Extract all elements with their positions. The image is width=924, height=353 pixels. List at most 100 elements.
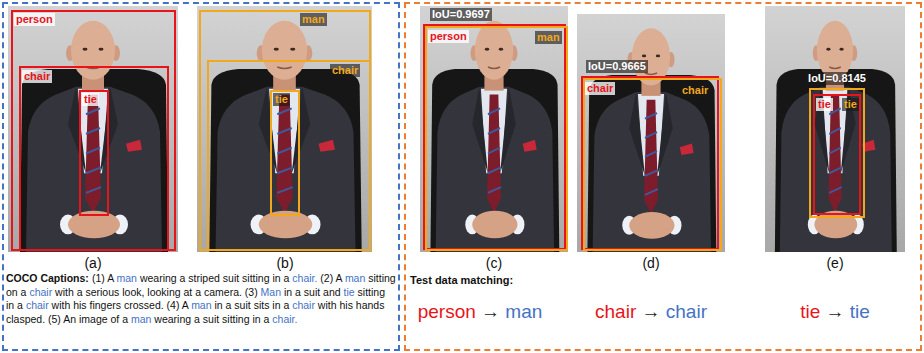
caption-word (38, 272, 41, 284)
subfigure-label: (d) (642, 255, 659, 272)
caption-word (315, 299, 318, 311)
caption-word: with (318, 299, 337, 311)
caption-word (320, 286, 323, 298)
caption-word (14, 299, 17, 311)
box-label: tie (842, 98, 859, 111)
caption-word: in (272, 272, 280, 284)
caption-word (144, 286, 147, 298)
caption-word: suit (203, 313, 219, 325)
caption-word (239, 272, 242, 284)
caption-word: matching: (461, 274, 514, 286)
box-label: person (428, 30, 469, 43)
caption-word: a (180, 272, 186, 284)
box-label: chair (22, 70, 52, 83)
caption-word: (5) (48, 313, 61, 325)
caption-word: sits (254, 299, 270, 311)
caption-word (250, 313, 253, 325)
match-word: tie (850, 301, 870, 322)
caption-word: of (111, 313, 120, 325)
match-word: → (642, 301, 661, 322)
caption-word: a (226, 299, 232, 311)
photo-c (420, 6, 568, 252)
caption-word (201, 286, 204, 298)
match-label: tie → tie (800, 300, 870, 323)
caption-word: Man (261, 286, 281, 298)
caption-word (219, 313, 222, 325)
caption-word: COCO (6, 272, 38, 284)
caption-word (18, 286, 21, 298)
caption-word (45, 313, 48, 325)
caption-word: An (63, 313, 76, 325)
match-word: tie (800, 301, 820, 322)
caption-word: in (272, 299, 280, 311)
caption-word: sitting (222, 313, 249, 325)
subfigure-label: (a) (84, 255, 101, 272)
caption-word: chair. (272, 313, 297, 325)
caption-word (114, 272, 117, 284)
match-word (845, 301, 850, 322)
iou-score: IoU=0.9697 (430, 8, 492, 21)
caption-word: chair. (292, 272, 317, 284)
caption-word: at (184, 286, 193, 298)
caption-word (317, 272, 320, 284)
match-word: → (826, 301, 845, 322)
caption-word (342, 272, 345, 284)
caption-word (108, 313, 111, 325)
caption-word: (1) (92, 272, 105, 284)
caption-word: looking (147, 286, 180, 298)
subfigure-label: (c) (486, 255, 502, 272)
match-word: man (505, 301, 542, 322)
photo-d (577, 14, 725, 252)
caption-word (188, 299, 191, 311)
caption-word: Test (410, 274, 432, 286)
caption-word: (3) (245, 286, 258, 298)
box-label: man (535, 31, 562, 44)
photo-b (197, 6, 372, 252)
caption-word: a (194, 313, 200, 325)
bounding-box: chair (583, 78, 722, 251)
caption-word (292, 286, 295, 298)
caption-word: striped (188, 272, 220, 284)
panel-heading: Test data matching: (410, 274, 513, 286)
caption-word: camera. (204, 286, 242, 298)
caption-word (281, 272, 284, 284)
caption-word (52, 286, 55, 298)
match-label: chair → chair (595, 300, 707, 323)
match-word: → (481, 301, 500, 322)
caption-word: with (55, 286, 74, 298)
caption-word: wearing (140, 272, 177, 284)
caption-word: suit (223, 272, 239, 284)
caption-word: his (339, 299, 352, 311)
caption-word (212, 299, 215, 311)
caption-word (280, 299, 283, 311)
caption-word (105, 272, 107, 284)
box-label: tie (816, 98, 833, 111)
caption-word: a (264, 313, 270, 325)
caption-word: tie (344, 286, 355, 298)
caption-word (231, 299, 234, 311)
caption-word (137, 272, 140, 284)
caption-word (251, 299, 254, 311)
bounding-box: chair (581, 76, 719, 250)
caption-word (76, 313, 79, 325)
subfigure-label: (b) (276, 255, 293, 272)
caption-word: A (336, 272, 342, 284)
caption-word: sitting (242, 272, 269, 284)
caption-word: sitting (358, 286, 385, 298)
caption-word (179, 299, 181, 311)
bounding-box: tie (270, 90, 300, 216)
figure-panel: personmanchairchairtietieTest data match… (404, 2, 922, 351)
caption-word: with (52, 299, 71, 311)
caption-word (192, 286, 195, 298)
caption-word (121, 299, 124, 311)
caption-word: crossed. (124, 299, 164, 311)
caption-word: chair (292, 299, 315, 311)
caption-word (281, 286, 284, 298)
caption-word: a (195, 286, 201, 298)
caption-word (177, 272, 180, 284)
caption-word: a (77, 286, 83, 298)
bounding-box: man (425, 26, 568, 251)
box-label: chair (330, 64, 360, 77)
caption-word (70, 299, 73, 311)
